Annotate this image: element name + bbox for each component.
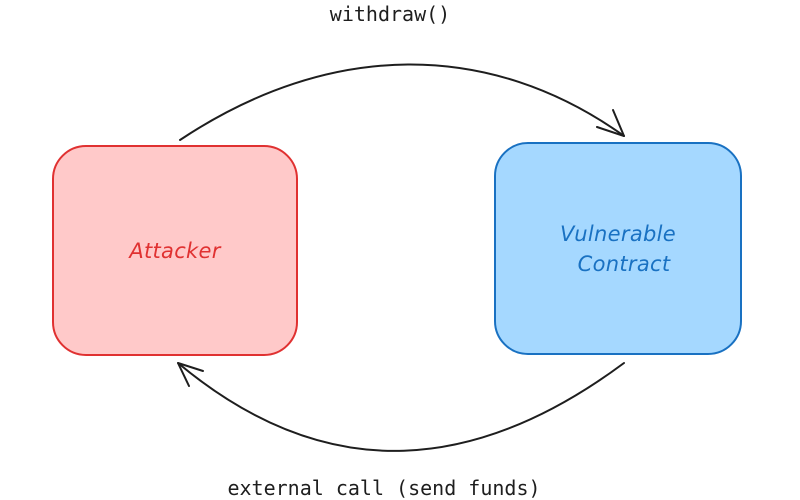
withdraw-label: withdraw(): [329, 2, 451, 26]
external-call-label: external call (send funds): [227, 476, 541, 500]
vulnerable-contract-label-line-1: Vulnerable: [560, 221, 676, 246]
vulnerable-contract-node[interactable]: Vulnerable Contract: [494, 142, 742, 355]
external-call-arrow-line: [177, 362, 625, 452]
withdraw-arrow-line: [179, 63, 625, 141]
attacker-label: Attacker: [129, 238, 221, 263]
withdraw-arrowhead: [596, 109, 625, 137]
attacker-node[interactable]: Attacker: [52, 145, 298, 356]
external-call-arrowhead: [177, 362, 204, 387]
vulnerable-contract-label-line-2: Contract: [577, 251, 671, 276]
